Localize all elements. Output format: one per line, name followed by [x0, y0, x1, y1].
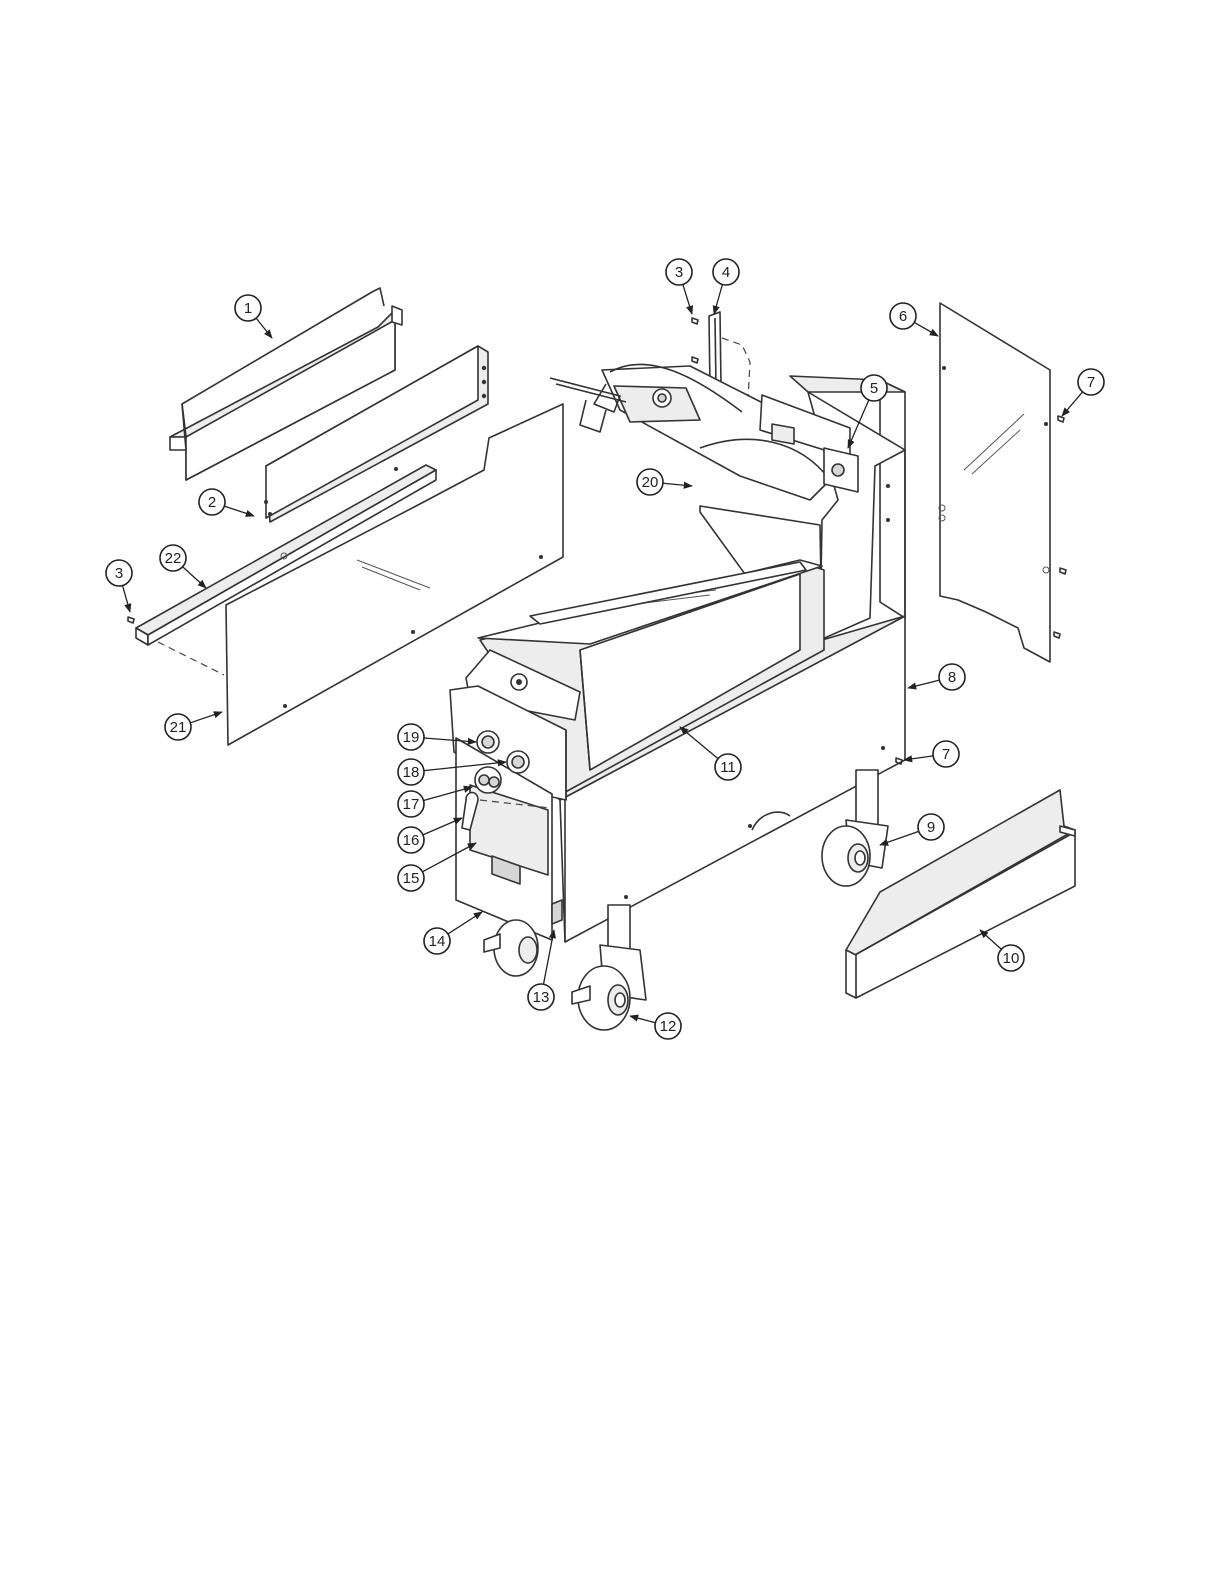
callout-14: 14: [424, 912, 482, 954]
callout-16: 16: [398, 818, 462, 853]
callout-3: 3: [666, 259, 692, 314]
callout-leader: [123, 586, 130, 612]
callout-12: 12: [630, 1013, 681, 1039]
callout-9: 9: [880, 814, 944, 845]
screw-7-right: [1058, 416, 1064, 422]
callout-22: 22: [160, 545, 206, 588]
callout-label: 10: [1003, 950, 1020, 967]
callout-4: 4: [713, 259, 739, 314]
callout-leader: [683, 284, 692, 314]
callout-2: 2: [199, 489, 254, 516]
callout-label: 5: [870, 380, 878, 397]
callout-label: 11: [720, 759, 736, 776]
callout-label: 13: [533, 989, 550, 1006]
callout-6: 6: [890, 303, 938, 336]
callout-3: 3: [106, 560, 132, 612]
callout-label: 20: [642, 474, 659, 491]
callout-leader: [224, 506, 254, 516]
callout-label: 19: [403, 729, 420, 746]
callout-label: 21: [170, 719, 187, 736]
callout-leader: [256, 318, 272, 338]
callout-leader: [183, 567, 206, 588]
callout-leader: [904, 756, 933, 760]
part-lower-shelf: [846, 790, 1075, 998]
callout-label: 12: [660, 1018, 677, 1035]
callout-label: 15: [403, 870, 420, 887]
callout-7: 7: [904, 741, 959, 767]
screw-3-left: [128, 617, 134, 623]
callout-label: 3: [115, 565, 123, 582]
callout-label: 3: [675, 264, 683, 281]
callout-leader: [190, 712, 222, 723]
callout-label: 9: [927, 819, 935, 836]
callout-7: 7: [1062, 369, 1104, 416]
callout-8: 8: [908, 664, 965, 690]
callout-21: 21: [165, 712, 222, 740]
callout-label: 8: [948, 669, 956, 686]
callout-1: 1: [235, 295, 272, 338]
part-rear-panel: [939, 303, 1050, 662]
callout-label: 4: [722, 264, 730, 281]
callout-10: 10: [980, 930, 1024, 971]
callout-leader: [908, 680, 939, 688]
callout-label: 2: [208, 494, 216, 511]
callout-leader: [714, 284, 722, 314]
callout-label: 7: [942, 746, 950, 763]
screw-3-top: [692, 318, 698, 363]
callout-label: 1: [244, 300, 252, 317]
callout-leader: [1062, 392, 1083, 416]
callout-leader: [448, 912, 482, 934]
callout-label: 16: [403, 832, 420, 849]
callout-label: 18: [403, 764, 420, 781]
callout-leader: [980, 930, 1001, 949]
callout-leader: [630, 1016, 655, 1023]
callout-label: 7: [1087, 374, 1095, 391]
callout-leader: [663, 483, 692, 486]
callout-label: 14: [429, 933, 446, 950]
callout-20: 20: [637, 469, 692, 495]
callout-label: 17: [403, 796, 420, 813]
callout-label: 22: [165, 550, 182, 567]
callout-leader: [914, 322, 938, 336]
callout-label: 6: [899, 308, 907, 325]
